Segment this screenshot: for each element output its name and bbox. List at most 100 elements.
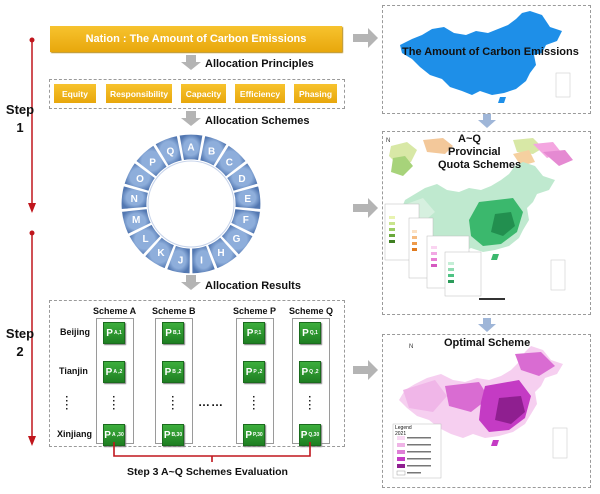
principle-responsibility: Responsibility [106,84,172,103]
col-b-vdots: ···· [171,392,175,415]
cell-p-letter: P [246,327,254,339]
wheel-segment-o [123,161,157,193]
quota-title-line-3: Quota Schemes [438,159,522,171]
step-2-number: 2 [16,344,24,359]
cell-p-letter: P [302,327,309,339]
wheel-letter-n: N [131,194,138,205]
wheel-letter-p: P [149,157,156,168]
wheel-letter-i: I [200,256,203,267]
cell-p-letter: P [301,366,309,378]
principle-capacity: Capacity [181,84,226,103]
optimal-legend-year: 2021 [395,431,407,437]
cell-p-letter: P [164,366,172,378]
wheel-letter-j: J [178,256,184,267]
quota-title-line-1: A~Q [458,133,481,145]
wheel-segment-c [213,144,248,178]
cell-p-letter: P [300,429,308,441]
wheel-letter-m: M [132,215,140,226]
principle-equity: Equity [54,84,96,103]
cell-p-letter: P [245,429,252,441]
wheel-letter-d: D [238,174,245,185]
wheel-hub [147,160,235,248]
wheel-segment-f [229,207,262,236]
results-box [49,300,345,447]
wheel-segment-d [225,161,259,193]
cell-p-letter: P [105,366,113,378]
wheel-letter-e: E [244,194,251,205]
optimal-panel-title: Optimal Scheme [444,337,531,349]
wheel-segment-l [127,223,162,257]
wheel-letter-f: F [243,215,249,226]
cell-p-letter: P [163,429,171,441]
allocation-results-label: Allocation Results [205,280,301,292]
wheel-segment-h [206,236,239,270]
wheel-letter-k: K [157,248,165,259]
cell-p-letter: P [106,327,113,339]
svg-text:N: N [386,138,390,144]
cell-p-letter: P [245,366,253,378]
quota-title-line-2: Provincial [448,146,501,158]
wheel-segment-n [120,184,150,211]
wheel-segment-b [198,134,228,168]
wheel-segment-i [190,244,217,275]
cell-subscript: B,1 [172,330,181,336]
wheel-segment-m [120,207,153,236]
row-vdots: ···· [65,392,69,415]
col-scheme-a: Scheme A [93,306,137,316]
col-scheme-p: Scheme P [233,306,277,316]
wheel-letter-q: Q [167,146,175,157]
row-tianjin: Tianjin [59,366,88,376]
wheel-segment-q [154,134,184,168]
col-q-vdots: ···· [308,392,312,415]
cell-p-letter: P [104,429,111,441]
allocation-schemes-label: Allocation Schemes [205,115,310,127]
wheel-segment-e [232,184,262,211]
cell-subscript: A,1 [113,330,122,336]
col-a-vdots: ···· [112,392,116,415]
cell-subscript: P ,2 [253,369,263,375]
cell-subscript: Q,1 [309,330,318,336]
principle-phasing: Phasing [294,84,337,103]
wheel-segment-p [134,144,169,178]
cell-subscript: A ,30 [111,432,124,438]
svg-text:N: N [409,344,413,350]
wheel-segment-a [178,133,204,162]
wheel-segment-k [143,236,176,270]
quota-maps: N [384,138,573,300]
cell-subscript: Q,30 [308,432,320,438]
principles-box [49,79,345,109]
allocation-principles-label: Allocation Principles [205,58,314,70]
nation-banner: Nation : The Amount of Carbon Emissions [50,26,342,52]
col-p-vdots: ···· [252,392,256,415]
step-arrows [28,37,36,446]
evaluation-label: Step 3 A~Q Schemes Evaluation [127,466,288,478]
principle-efficiency: Efficiency [235,84,285,103]
col-scheme-q: Scheme Q [289,306,334,316]
wheel-letter-b: B [208,146,215,157]
china-map-blue [400,11,571,103]
cell-subscript: B,30 [171,432,183,438]
optimal-map-magenta: N [392,344,568,479]
step-1-number: 1 [16,120,24,135]
cell-subscript: A ,2 [113,369,123,375]
step-1-word: Step [5,102,35,117]
wheel-segment-j [165,244,192,275]
wheel-letter-a: A [187,143,194,154]
row-xinjiang: Xinjiang [57,429,93,439]
wheel-segment-g [220,223,255,257]
cell-subscript: Q ,2 [309,369,319,375]
